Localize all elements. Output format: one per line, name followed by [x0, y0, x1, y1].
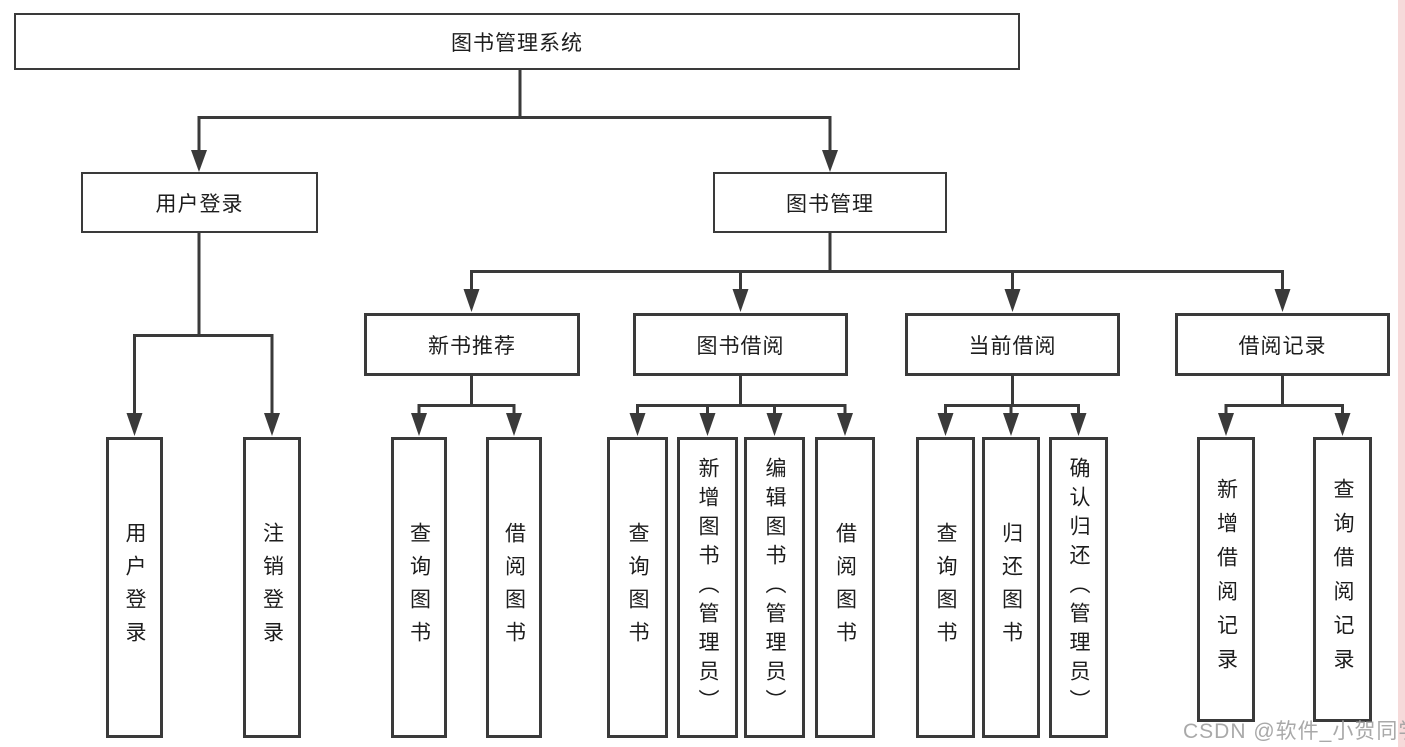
node-label: 查询图书 — [934, 521, 957, 654]
node-query-books-borrowing: 查询图书 — [607, 437, 668, 738]
node-label: 归还图书 — [999, 521, 1023, 654]
connector-book-management-children — [463, 232, 1291, 312]
node-label: 确认归还（管理员） — [1067, 457, 1090, 718]
node-borrow-books-recommend: 借阅图书 — [486, 437, 542, 738]
node-return-book: 归还图书 — [982, 437, 1040, 738]
node-query-books-recommend: 查询图书 — [391, 437, 447, 738]
connector-book-borrowing-children — [629, 376, 853, 436]
node-add-book-admin: 新增图书（管理员） — [677, 437, 738, 738]
node-borrow-books-borrowing: 借阅图书 — [815, 437, 875, 738]
csdn-watermark: CSDN @软件_小贺同学 — [1183, 720, 1405, 743]
node-label: 当前借阅 — [968, 334, 1057, 358]
connector-new-book-children — [411, 376, 522, 436]
node-label: 图书管理系统 — [451, 31, 583, 55]
node-label: 查询借阅记录 — [1331, 477, 1354, 682]
node-user-login: 用户登录 — [81, 172, 318, 233]
node-label: 用户登录 — [123, 521, 146, 654]
connector-root-to-level2 — [191, 70, 838, 172]
node-query-books-current: 查询图书 — [916, 437, 975, 738]
node-label: 借阅图书 — [502, 521, 526, 654]
node-label: 查询图书 — [407, 521, 431, 654]
node-add-borrow-record: 新增借阅记录 — [1197, 437, 1255, 722]
node-label: 用户登录 — [155, 192, 244, 216]
node-new-book-recommendation: 新书推荐 — [364, 313, 580, 376]
node-label: 新增图书（管理员） — [696, 457, 719, 718]
connector-user-login-children — [126, 232, 280, 436]
connector-borrowing-records-children — [1218, 376, 1351, 436]
node-query-borrow-record: 查询借阅记录 — [1313, 437, 1372, 722]
node-label: 借阅图书 — [833, 521, 857, 654]
node-edit-book-admin: 编辑图书（管理员） — [744, 437, 805, 738]
node-label: 图书管理 — [786, 192, 874, 216]
node-borrowing-records: 借阅记录 — [1175, 313, 1390, 376]
node-label: 新书推荐 — [428, 334, 516, 358]
connector-current-borrowing-children — [937, 376, 1087, 436]
node-label: 编辑图书（管理员） — [763, 457, 786, 718]
node-label: 图书借阅 — [696, 334, 785, 358]
node-label: 查询图书 — [626, 521, 649, 654]
node-current-borrowing: 当前借阅 — [905, 313, 1120, 376]
node-book-management-system: 图书管理系统 — [14, 13, 1020, 70]
node-label: 借阅记录 — [1238, 334, 1327, 358]
right-edge-strip — [1398, 0, 1405, 747]
node-confirm-return-admin: 确认归还（管理员） — [1049, 437, 1108, 738]
node-logout: 注销登录 — [243, 437, 301, 738]
node-label: 新增借阅记录 — [1214, 477, 1238, 682]
node-label: 注销登录 — [260, 521, 284, 654]
node-user-login-leaf: 用户登录 — [106, 437, 163, 738]
node-book-management: 图书管理 — [713, 172, 947, 233]
node-book-borrowing: 图书借阅 — [633, 313, 848, 376]
